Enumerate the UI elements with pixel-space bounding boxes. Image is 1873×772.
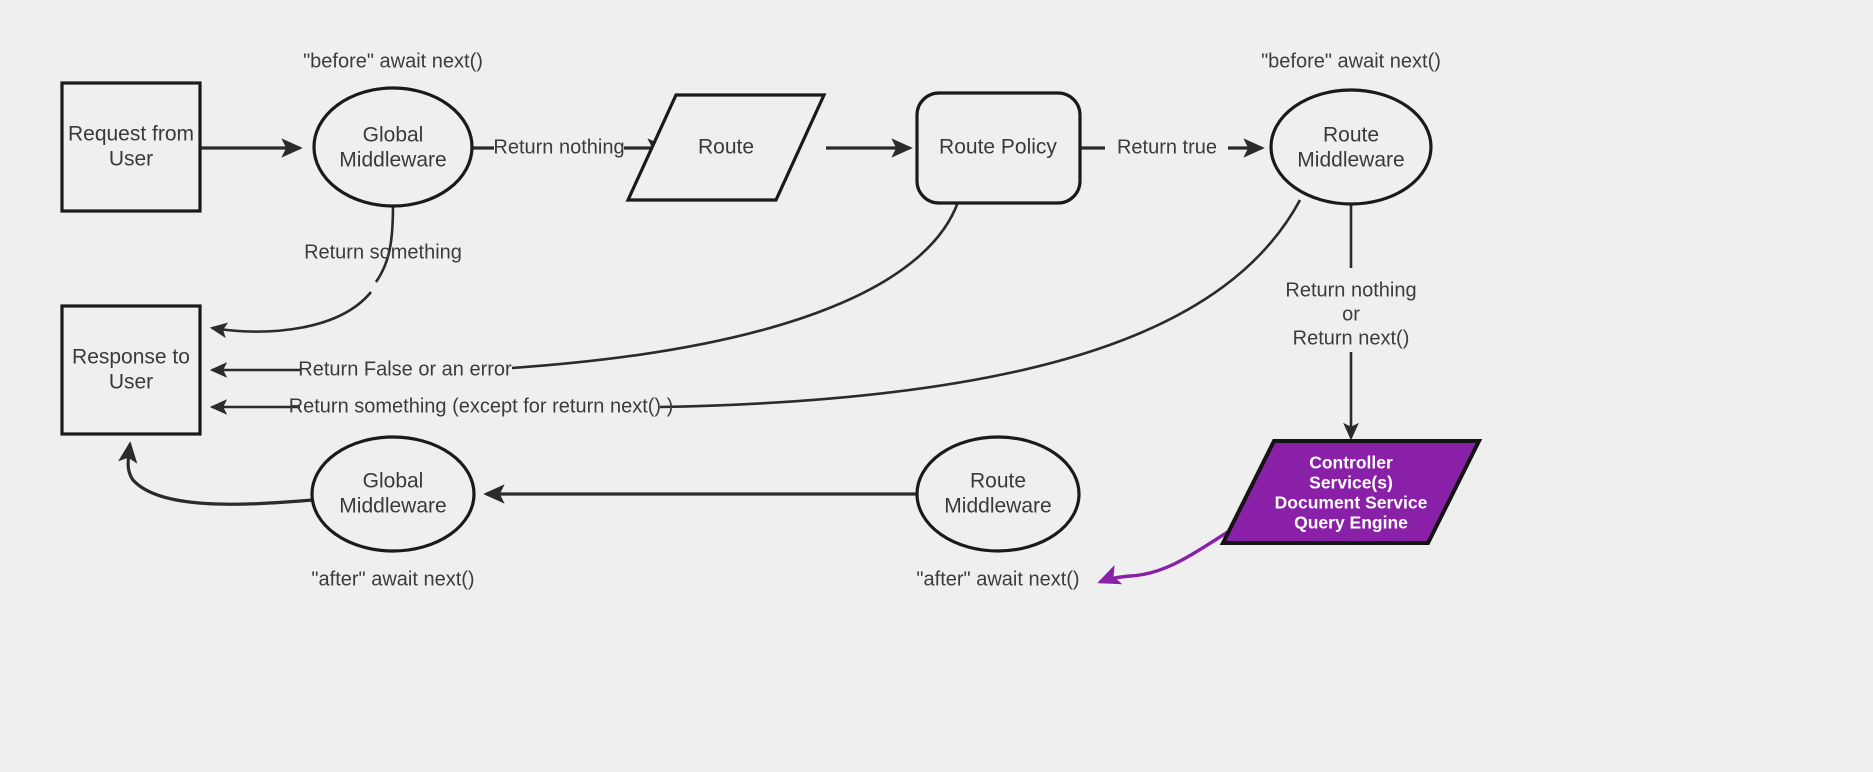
node-route-policy[interactable]: Route Policy bbox=[915, 91, 1082, 205]
edge-route-policy-to-route-middleware: Return true bbox=[1081, 136, 1265, 158]
node-label-route-policy: Route Policy bbox=[939, 136, 1057, 159]
edge-label-return-nothing-line1: Return nothing bbox=[1285, 279, 1416, 301]
edge-route-policy-to-response: Return False or an error bbox=[209, 201, 960, 380]
node-label-route-middleware-top-line2: Middleware bbox=[1297, 149, 1404, 172]
edge-route-middleware-to-controller: Return nothing or Return next() bbox=[1285, 203, 1417, 441]
node-label-global-middleware-bottom-line2: Middleware bbox=[339, 495, 446, 518]
edge-route-middleware-to-response: Return something (except for return next… bbox=[209, 199, 1302, 417]
node-label-global-middleware-top-line2: Middleware bbox=[339, 149, 446, 172]
node-label-response-to-user-line1: Response to bbox=[72, 346, 190, 369]
node-controller-services[interactable]: Controller Service(s) Document Service Q… bbox=[1219, 439, 1483, 545]
node-label-route-middleware-bottom-line2: Middleware bbox=[944, 495, 1051, 518]
edge-label-return-nothing: Return nothing bbox=[493, 136, 624, 158]
node-route[interactable]: Route bbox=[625, 93, 827, 202]
edge-label-return-something-except-next: Return something (except for return next… bbox=[289, 395, 674, 417]
node-route-middleware-bottom[interactable]: Route Middleware bbox=[915, 435, 1081, 553]
node-label-route: Route bbox=[698, 136, 754, 159]
node-label-request-from-user-line1: Request from bbox=[68, 123, 194, 146]
node-label-response-to-user-line2: User bbox=[109, 371, 153, 394]
edge-label-return-nothing-line3: Return next() bbox=[1293, 327, 1410, 349]
node-global-middleware-top[interactable]: Global Middleware bbox=[312, 86, 474, 208]
annotation-after-await-next-global: "after" await next() bbox=[311, 568, 474, 590]
node-label-global-middleware-bottom-line1: Global bbox=[363, 470, 424, 493]
node-label-global-middleware-top-line1: Global bbox=[363, 124, 424, 147]
node-label-controller-line1: Controller bbox=[1309, 453, 1393, 473]
node-global-middleware-bottom[interactable]: Global Middleware bbox=[310, 435, 476, 553]
node-label-route-middleware-bottom-line1: Route bbox=[970, 470, 1026, 493]
edge-label-return-false-or-error: Return False or an error bbox=[298, 358, 512, 380]
edge-global-middleware-to-response: Return something bbox=[209, 204, 462, 339]
edge-global-middleware-to-route: Return nothing bbox=[470, 136, 669, 158]
edge-global-middleware-bottom-to-response bbox=[118, 441, 314, 506]
edge-label-return-true: Return true bbox=[1117, 136, 1217, 158]
node-label-controller-line3: Document Service bbox=[1275, 493, 1428, 513]
node-route-middleware-top[interactable]: Route Middleware bbox=[1269, 88, 1433, 206]
edge-label-return-nothing-line2: or bbox=[1342, 303, 1360, 325]
node-response-to-user[interactable]: Response to User bbox=[60, 304, 202, 436]
annotation-before-await-next-route: "before" await next() bbox=[1261, 50, 1441, 72]
edge-label-return-something: Return something bbox=[304, 241, 462, 263]
node-label-controller-line4: Query Engine bbox=[1294, 513, 1408, 533]
node-label-controller-line2: Service(s) bbox=[1309, 473, 1393, 493]
node-label-route-middleware-top-line1: Route bbox=[1323, 124, 1379, 147]
annotation-after-await-next-route: "after" await next() bbox=[916, 568, 1079, 590]
node-label-request-from-user-line2: User bbox=[109, 148, 153, 171]
annotation-before-await-next-global: "before" await next() bbox=[303, 50, 483, 72]
node-request-from-user[interactable]: Request from User bbox=[60, 81, 202, 213]
